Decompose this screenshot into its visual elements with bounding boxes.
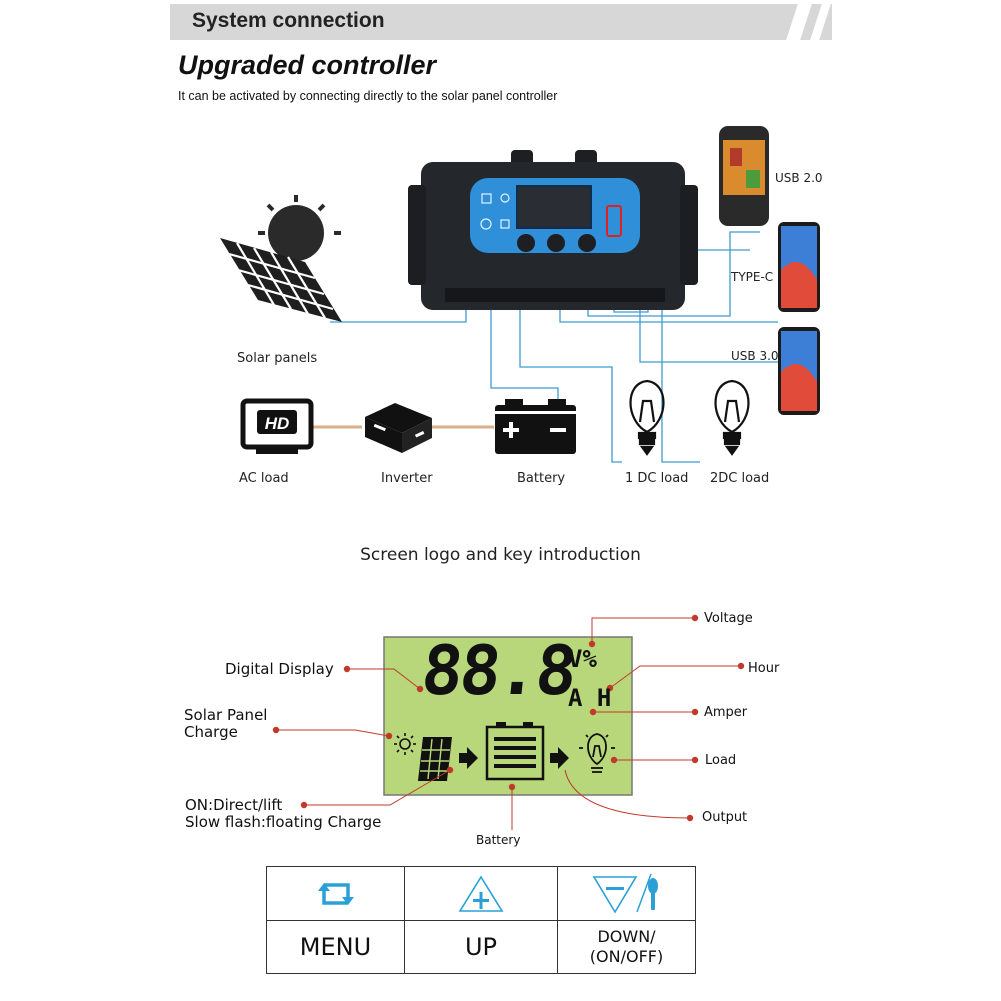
- solar-panel-charge-label: Solar Panel Charge: [184, 706, 268, 741]
- voltage-label: Voltage: [704, 611, 753, 626]
- output-label: Output: [702, 810, 748, 825]
- dc-bulb-icon-2: [714, 379, 750, 456]
- load-label: Load: [705, 753, 737, 768]
- up-key-label: UP: [464, 933, 498, 961]
- lcd-units-top: V%: [568, 645, 597, 673]
- phone-typec-icon: [778, 222, 820, 312]
- leader-lines: [276, 617, 741, 830]
- dc-bulb-icon-1: [629, 379, 665, 456]
- menu-key-icon-cell: [267, 867, 405, 921]
- down-triangle-minus-icon: [592, 873, 658, 914]
- down-key[interactable]: DOWN/ (ON/OFF): [558, 921, 695, 973]
- header-bar: System connection: [170, 4, 832, 40]
- amper-label: Amper: [704, 705, 748, 720]
- down-key-label: DOWN/ (ON/OFF): [589, 927, 664, 966]
- screen-section-title: Screen logo and key introduction: [360, 545, 641, 565]
- lcd-units-bottom: A H: [568, 684, 612, 712]
- up-triangle-plus-icon: [458, 874, 504, 912]
- up-key-icon-cell: [405, 867, 558, 921]
- dc-load-2-label: 2DC load: [710, 471, 770, 486]
- up-key[interactable]: UP: [405, 921, 558, 973]
- solar-controller: [408, 150, 698, 310]
- header-title: System connection: [192, 9, 385, 32]
- section-subtitle: Upgraded controller: [178, 50, 437, 80]
- lcd-battery-icon: [485, 722, 545, 781]
- lcd-bulb-icon: [579, 733, 615, 773]
- slow-flash-label: Slow flash:floating Charge: [185, 813, 382, 831]
- digital-display-label: Digital Display: [225, 660, 334, 678]
- lcd-sun-icon: [394, 733, 416, 755]
- solar-panel-icon: [220, 195, 342, 322]
- key-table: MENU UP DOWN/ (ON/OFF): [266, 866, 696, 974]
- menu-key[interactable]: MENU: [267, 921, 405, 973]
- lcd-arrow-icon-1: [459, 747, 478, 769]
- hd-monitor-icon: [240, 398, 314, 454]
- lcd-digits: 88.8: [417, 632, 578, 711]
- usb30-label: USB 3.0: [731, 349, 779, 363]
- menu-key-label: MENU: [299, 933, 372, 961]
- inverter-label: Inverter: [381, 471, 433, 486]
- lcd-solar-panel-icon: [418, 737, 452, 781]
- ac-load-label: AC load: [239, 471, 289, 486]
- hd-logo-text: HD: [265, 414, 290, 433]
- solar-panels-label: Solar panels: [237, 351, 318, 366]
- lcd-battery-label: Battery: [476, 833, 521, 847]
- lcd-diagram: [272, 614, 745, 830]
- typec-label: TYPE-C: [731, 270, 774, 284]
- inverter-icon: [365, 403, 432, 453]
- connection-diagram: HD: [220, 126, 820, 463]
- battery-label: Battery: [517, 471, 566, 486]
- on-direct-label: ON:Direct/lift: [185, 796, 283, 814]
- leader-dots: [272, 614, 745, 822]
- phone-usb20-icon: [719, 126, 769, 226]
- hour-label: Hour: [748, 661, 780, 676]
- usb20-label: USB 2.0: [775, 171, 823, 185]
- phone-usb30-icon: [778, 327, 820, 415]
- dc-load-1-label: 1 DC load: [625, 471, 689, 486]
- lcd-arrow-icon-2: [550, 747, 569, 769]
- section-description: It can be activated by connecting direct…: [178, 89, 558, 103]
- menu-cycle-icon: [317, 882, 354, 905]
- battery-icon: [495, 399, 576, 454]
- down-key-icon-cell: [558, 867, 695, 921]
